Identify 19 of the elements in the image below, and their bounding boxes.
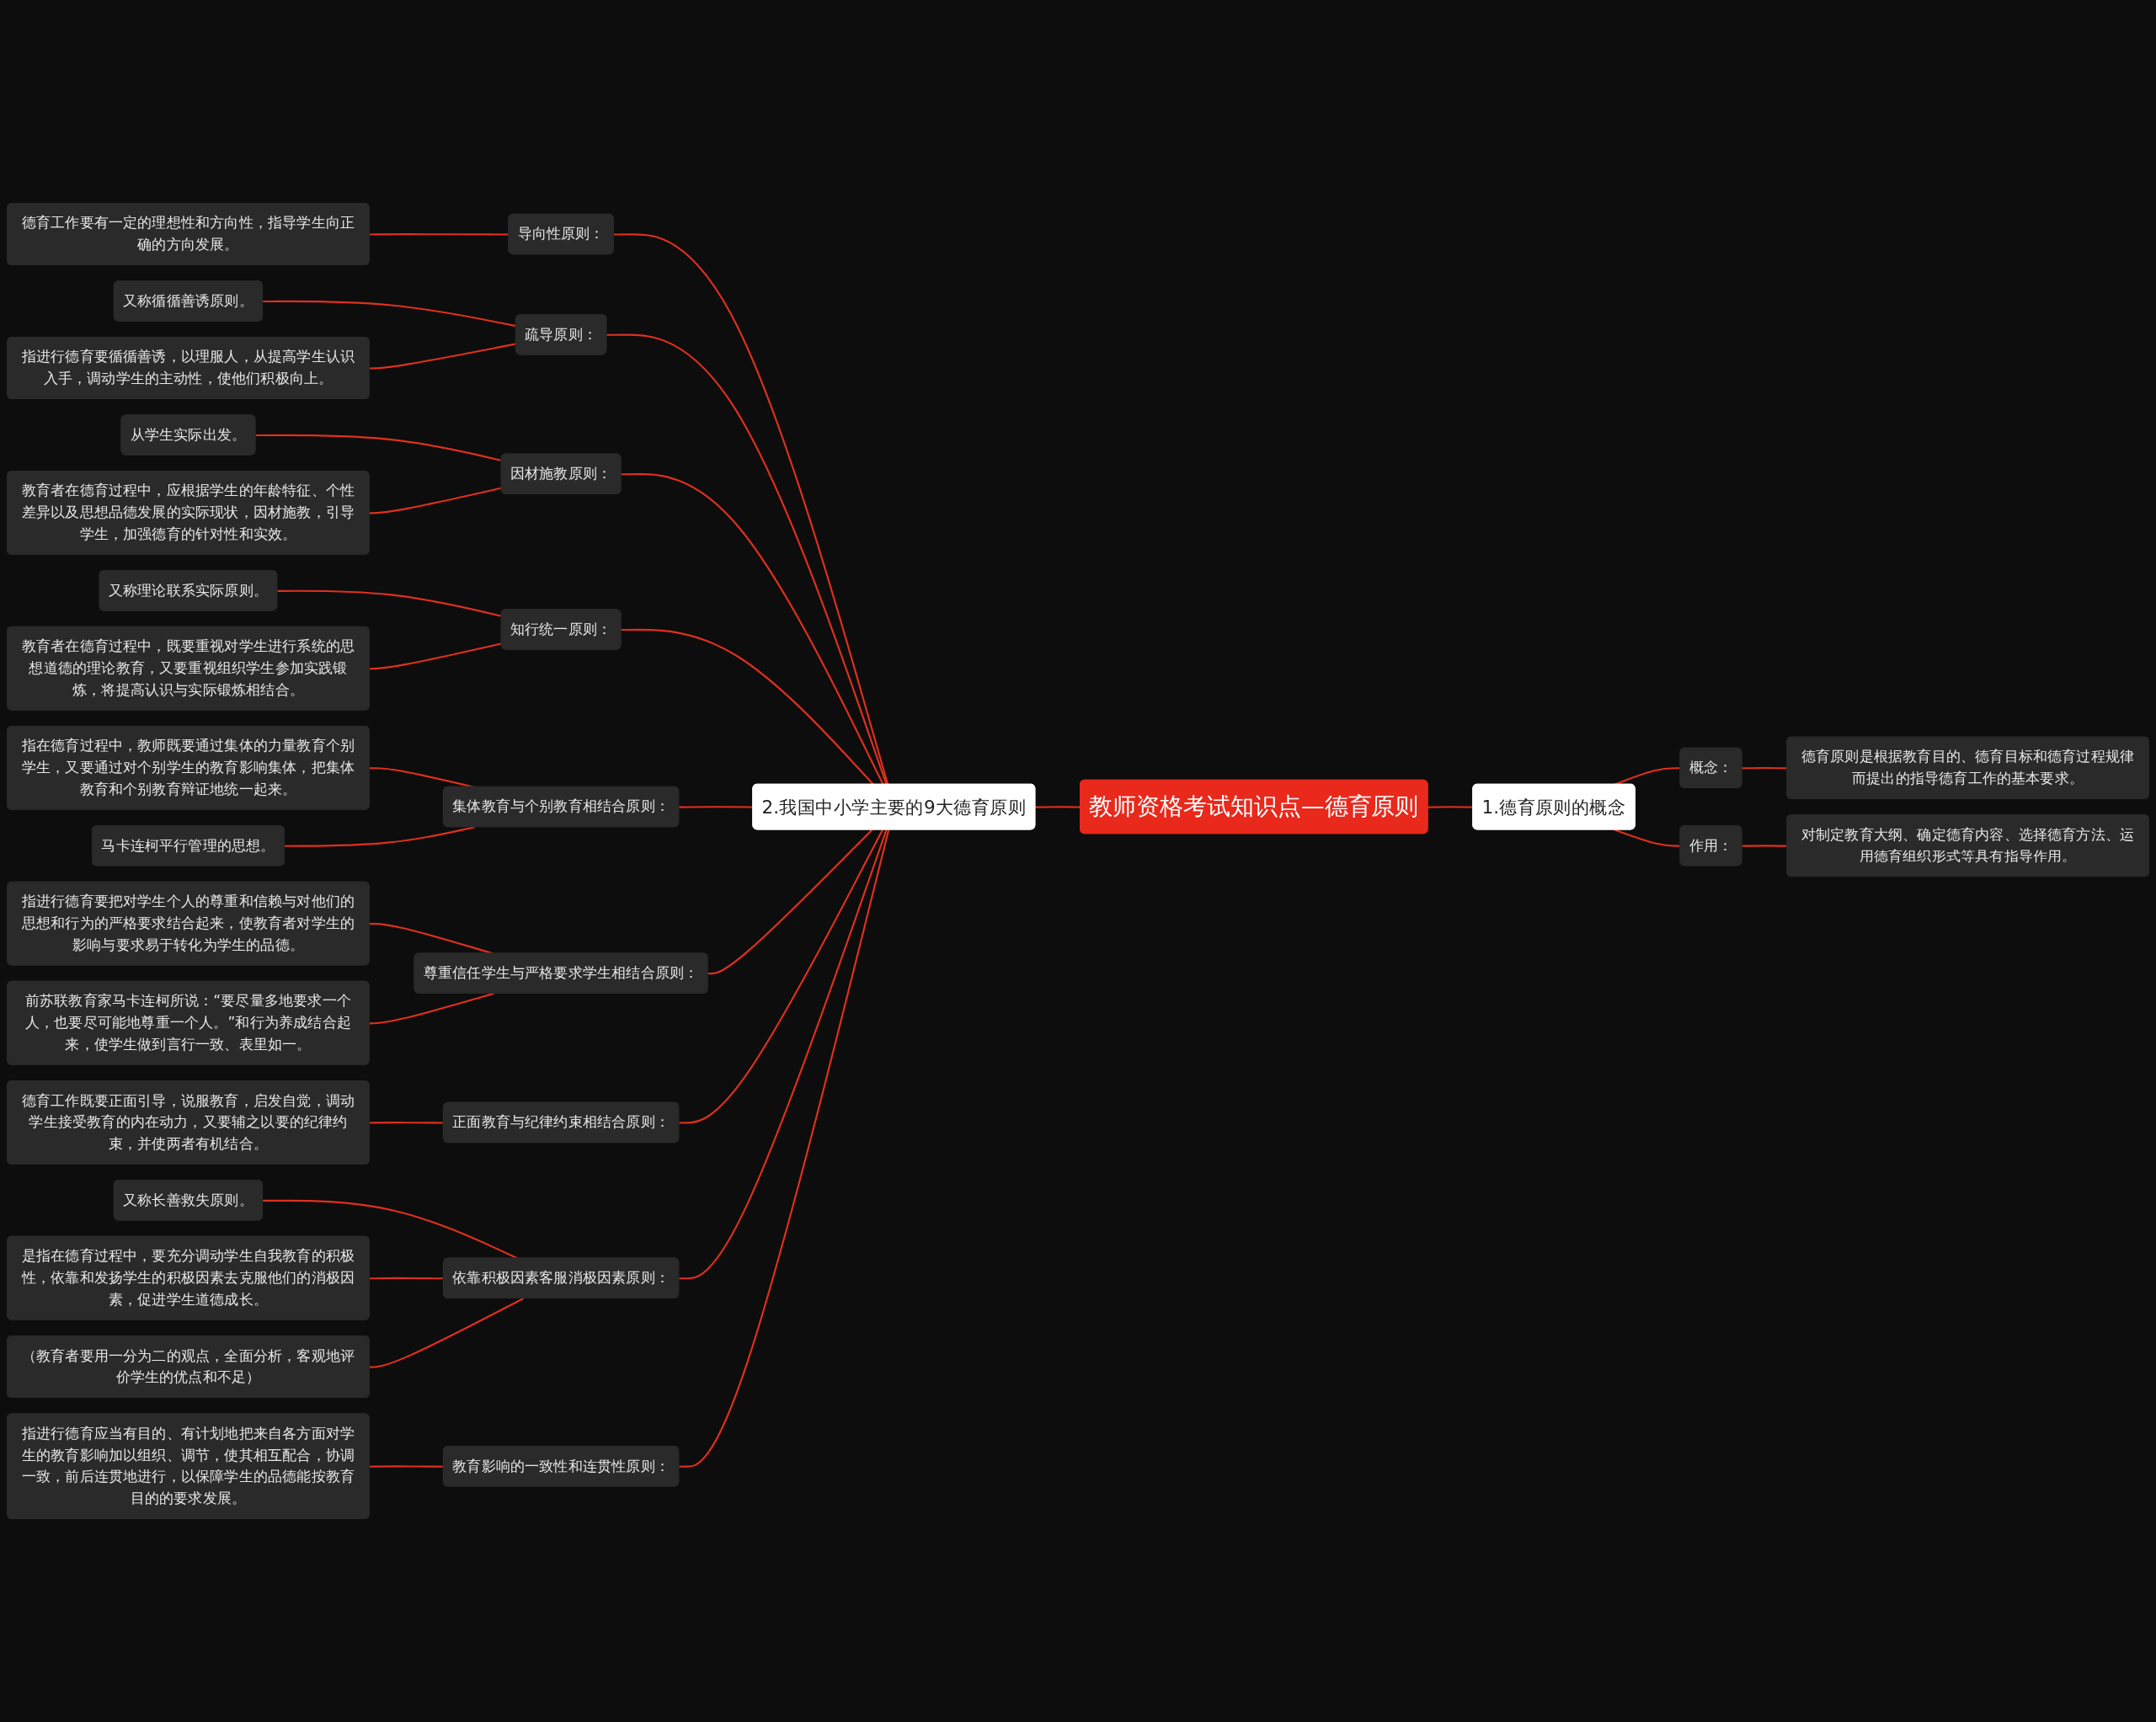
connector	[255, 434, 502, 461]
connector	[277, 589, 502, 617]
connector	[606, 333, 888, 786]
connector	[369, 1465, 444, 1468]
connector	[621, 628, 874, 786]
connector	[707, 829, 873, 975]
connector	[679, 829, 888, 1280]
connector	[613, 233, 889, 785]
connector	[679, 829, 883, 1124]
connector	[369, 1277, 444, 1280]
connector	[369, 992, 494, 1025]
connector	[263, 1199, 519, 1260]
connector	[284, 826, 476, 847]
connector	[369, 1122, 444, 1124]
connector	[369, 487, 502, 514]
connector	[679, 829, 890, 1468]
connector	[369, 642, 502, 670]
connector	[621, 473, 884, 786]
connector	[369, 1297, 524, 1368]
